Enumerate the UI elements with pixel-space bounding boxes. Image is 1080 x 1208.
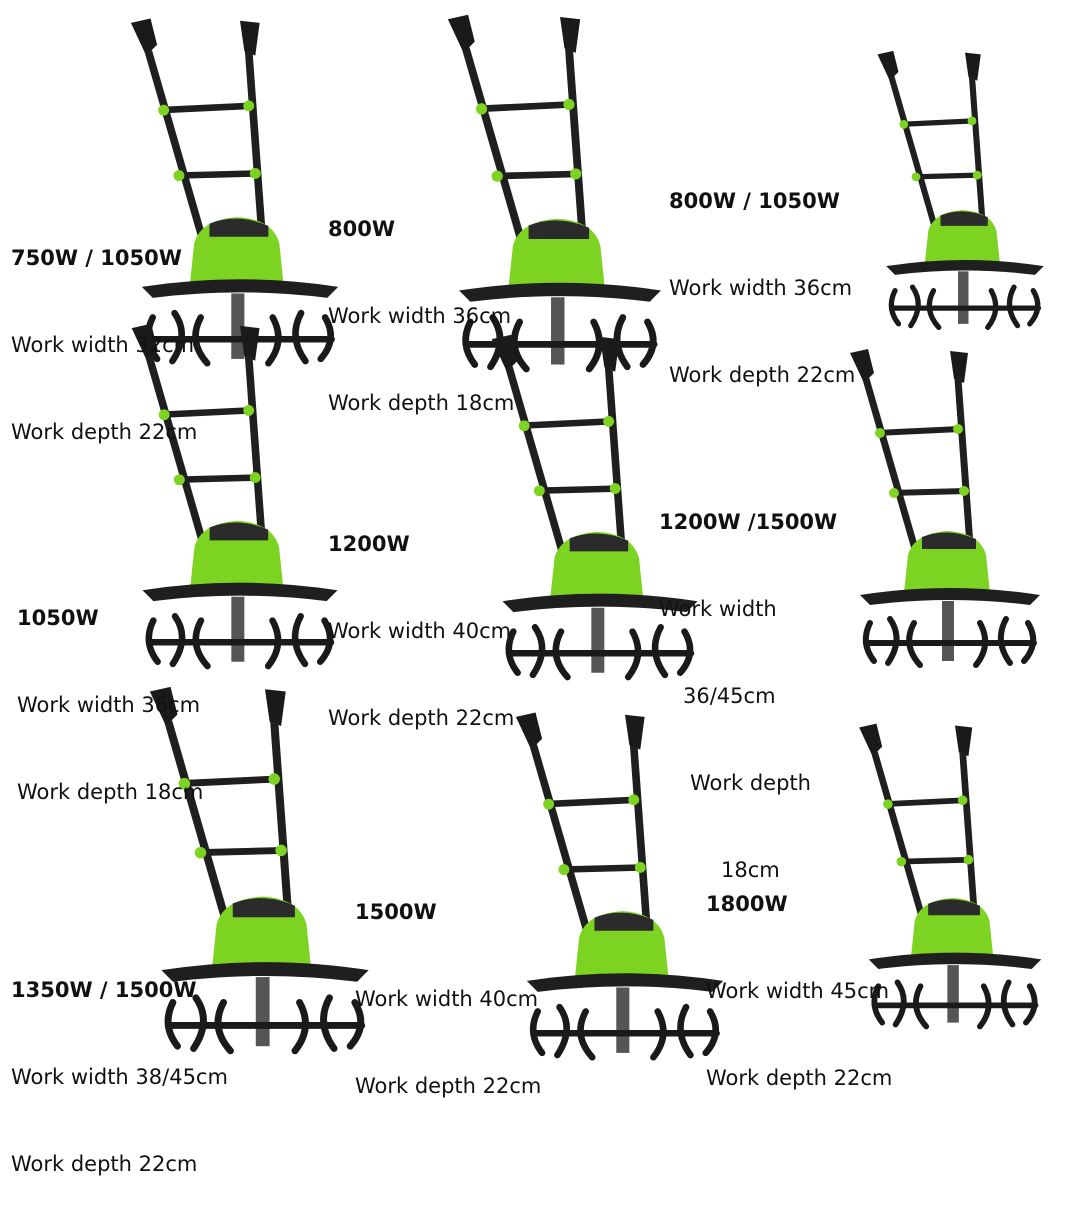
work-width-label: Work width bbox=[659, 597, 777, 621]
spec-label-7: 1350W / 1500W Work width 38/45cm Work de… bbox=[11, 918, 228, 1208]
work-width-value: 36/45cm bbox=[683, 684, 776, 708]
spec-label-9: 1800W Work width 45cm Work depth 22cm bbox=[706, 832, 892, 1122]
spec-label-5: 1200W Work width 40cm Work depth 22cm bbox=[328, 472, 514, 762]
work-width: Work width 36cm bbox=[669, 276, 853, 300]
spec-label-6: 1200W /1500W Work width 36/45cm Work dep… bbox=[659, 450, 837, 914]
power-rating: 1500W bbox=[355, 900, 437, 924]
power-rating: 1350W / 1500W bbox=[11, 978, 197, 1002]
spec-label-8: 1500W Work width 40cm Work depth 22cm bbox=[355, 840, 541, 1130]
spec-label-2: 800W Work width 36cm Work depth 18cm bbox=[328, 157, 514, 447]
work-width: Work width 45cm bbox=[706, 979, 890, 1003]
work-depth: Work depth 22cm bbox=[669, 363, 856, 387]
power-rating: 750W / 1050W bbox=[11, 246, 182, 270]
work-width: Work width 32cm bbox=[11, 333, 195, 357]
tiller-image-3 bbox=[860, 10, 1070, 370]
work-width: Work width 36cm bbox=[17, 693, 201, 717]
power-rating: 800W bbox=[328, 217, 395, 241]
tiller-image-6 bbox=[830, 338, 1070, 678]
power-rating: 800W / 1050W bbox=[669, 189, 840, 213]
power-rating: 1050W bbox=[17, 606, 99, 630]
work-depth: Work depth 18cm bbox=[17, 780, 204, 804]
work-depth: Work depth 18cm bbox=[328, 391, 515, 415]
spec-label-1: 750W / 1050W Work width 32cm Work depth … bbox=[11, 186, 197, 476]
power-rating: 1200W bbox=[328, 532, 410, 556]
spec-label-4: 1050W Work width 36cm Work depth 18cm bbox=[17, 546, 203, 836]
spec-label-3: 800W / 1050W Work width 36cm Work depth … bbox=[669, 129, 855, 419]
work-width: Work width 36cm bbox=[328, 304, 512, 328]
work-width: Work width 40cm bbox=[328, 619, 512, 643]
work-depth: Work depth 22cm bbox=[11, 420, 198, 444]
power-rating: 1800W bbox=[706, 892, 788, 916]
work-depth: Work depth 22cm bbox=[11, 1152, 198, 1176]
power-rating: 1200W /1500W bbox=[659, 510, 838, 534]
work-depth: Work depth 22cm bbox=[706, 1066, 893, 1090]
work-width: Work width 40cm bbox=[355, 987, 539, 1011]
work-depth-value: 18cm bbox=[721, 858, 780, 882]
work-depth: Work depth 22cm bbox=[328, 706, 515, 730]
work-width: Work width 38/45cm bbox=[11, 1065, 228, 1089]
work-depth: Work depth 22cm bbox=[355, 1074, 542, 1098]
work-depth-label: Work depth bbox=[690, 771, 811, 795]
